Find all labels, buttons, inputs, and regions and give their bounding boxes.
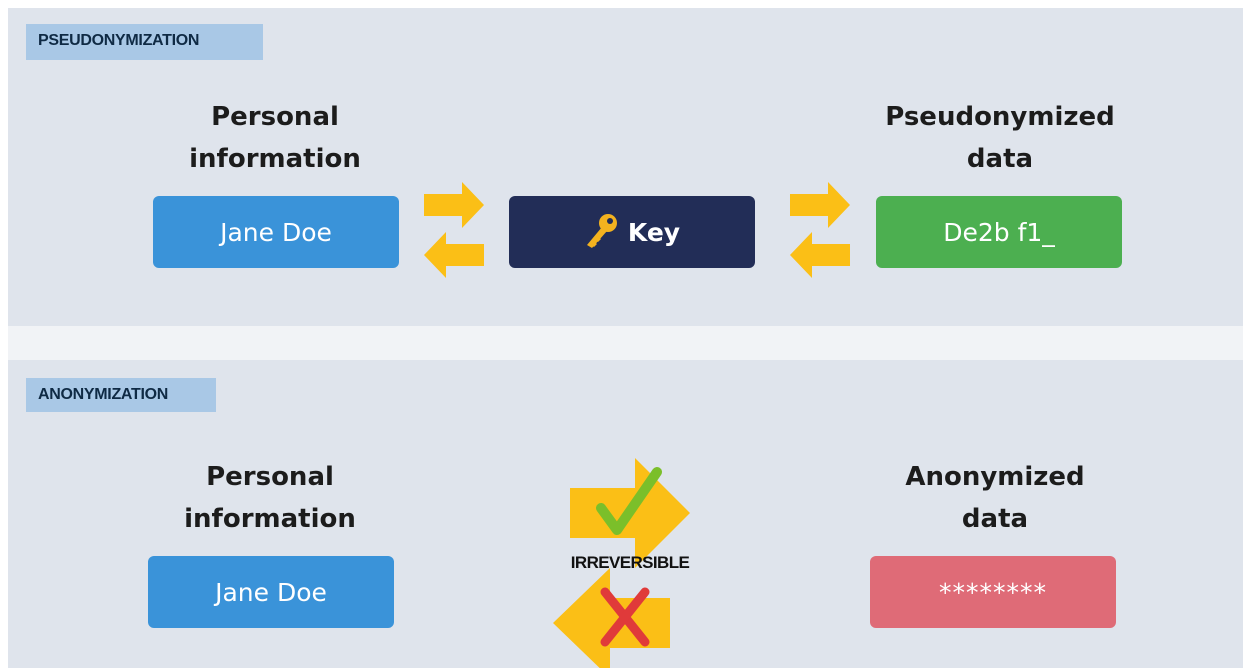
anon-personal-data-box: Jane Doe (148, 556, 394, 628)
pseudonymized-data-box: De2b f1_ (876, 196, 1122, 268)
anon-personal-data-value: Jane Doe (215, 577, 327, 607)
pseudo-left-heading-line1: Personal (211, 102, 339, 132)
pseudonymization-panel (8, 8, 1243, 326)
arrow-left-shape (553, 568, 670, 668)
anonymized-data-box: ******** (870, 556, 1116, 628)
key-box: Key (509, 196, 755, 268)
arrow-right-shape (424, 182, 484, 228)
pseudo-left-heading: Personal information (130, 96, 420, 180)
swap-arrows-icon (424, 182, 484, 278)
irreversible-arrows-icon (553, 458, 690, 668)
pseudo-left-heading-line2: information (189, 144, 361, 174)
cross-icon (600, 587, 650, 647)
anon-right-heading-line1: Anonymized (905, 462, 1085, 492)
key-icon (586, 214, 617, 248)
swap-arrows-icon (790, 182, 850, 278)
anonymization-tag: ANONYMIZATION (26, 378, 216, 412)
check-icon (596, 467, 662, 535)
anon-right-heading: Anonymized data (845, 456, 1145, 540)
pseudo-right-heading: Pseudonymized data (850, 96, 1150, 180)
anonymized-data-value: ******** (939, 577, 1047, 607)
section-divider (8, 326, 1243, 360)
anon-left-heading: Personal information (125, 456, 415, 540)
irreversible-label: IRREVERSIBLE (570, 553, 690, 572)
anon-left-heading-line2: information (184, 504, 356, 534)
key-label: Key (627, 217, 681, 247)
arrow-right-shape (790, 182, 850, 228)
anon-right-heading-line2: data (961, 504, 1029, 534)
pseudo-personal-data-box: Jane Doe (153, 196, 399, 268)
pseudo-right-heading-line2: data (966, 144, 1034, 174)
pseudonymization-tag: PSEUDONYMIZATION (26, 24, 263, 60)
pseudo-right-heading-line1: Pseudonymized (885, 102, 1115, 132)
arrow-left-shape (790, 232, 850, 278)
arrow-left-shape (424, 232, 484, 278)
pseudonymized-data-value: De2b f1_ (943, 217, 1055, 247)
pseudo-personal-data-value: Jane Doe (220, 217, 332, 247)
anon-left-heading-line1: Personal (206, 462, 334, 492)
